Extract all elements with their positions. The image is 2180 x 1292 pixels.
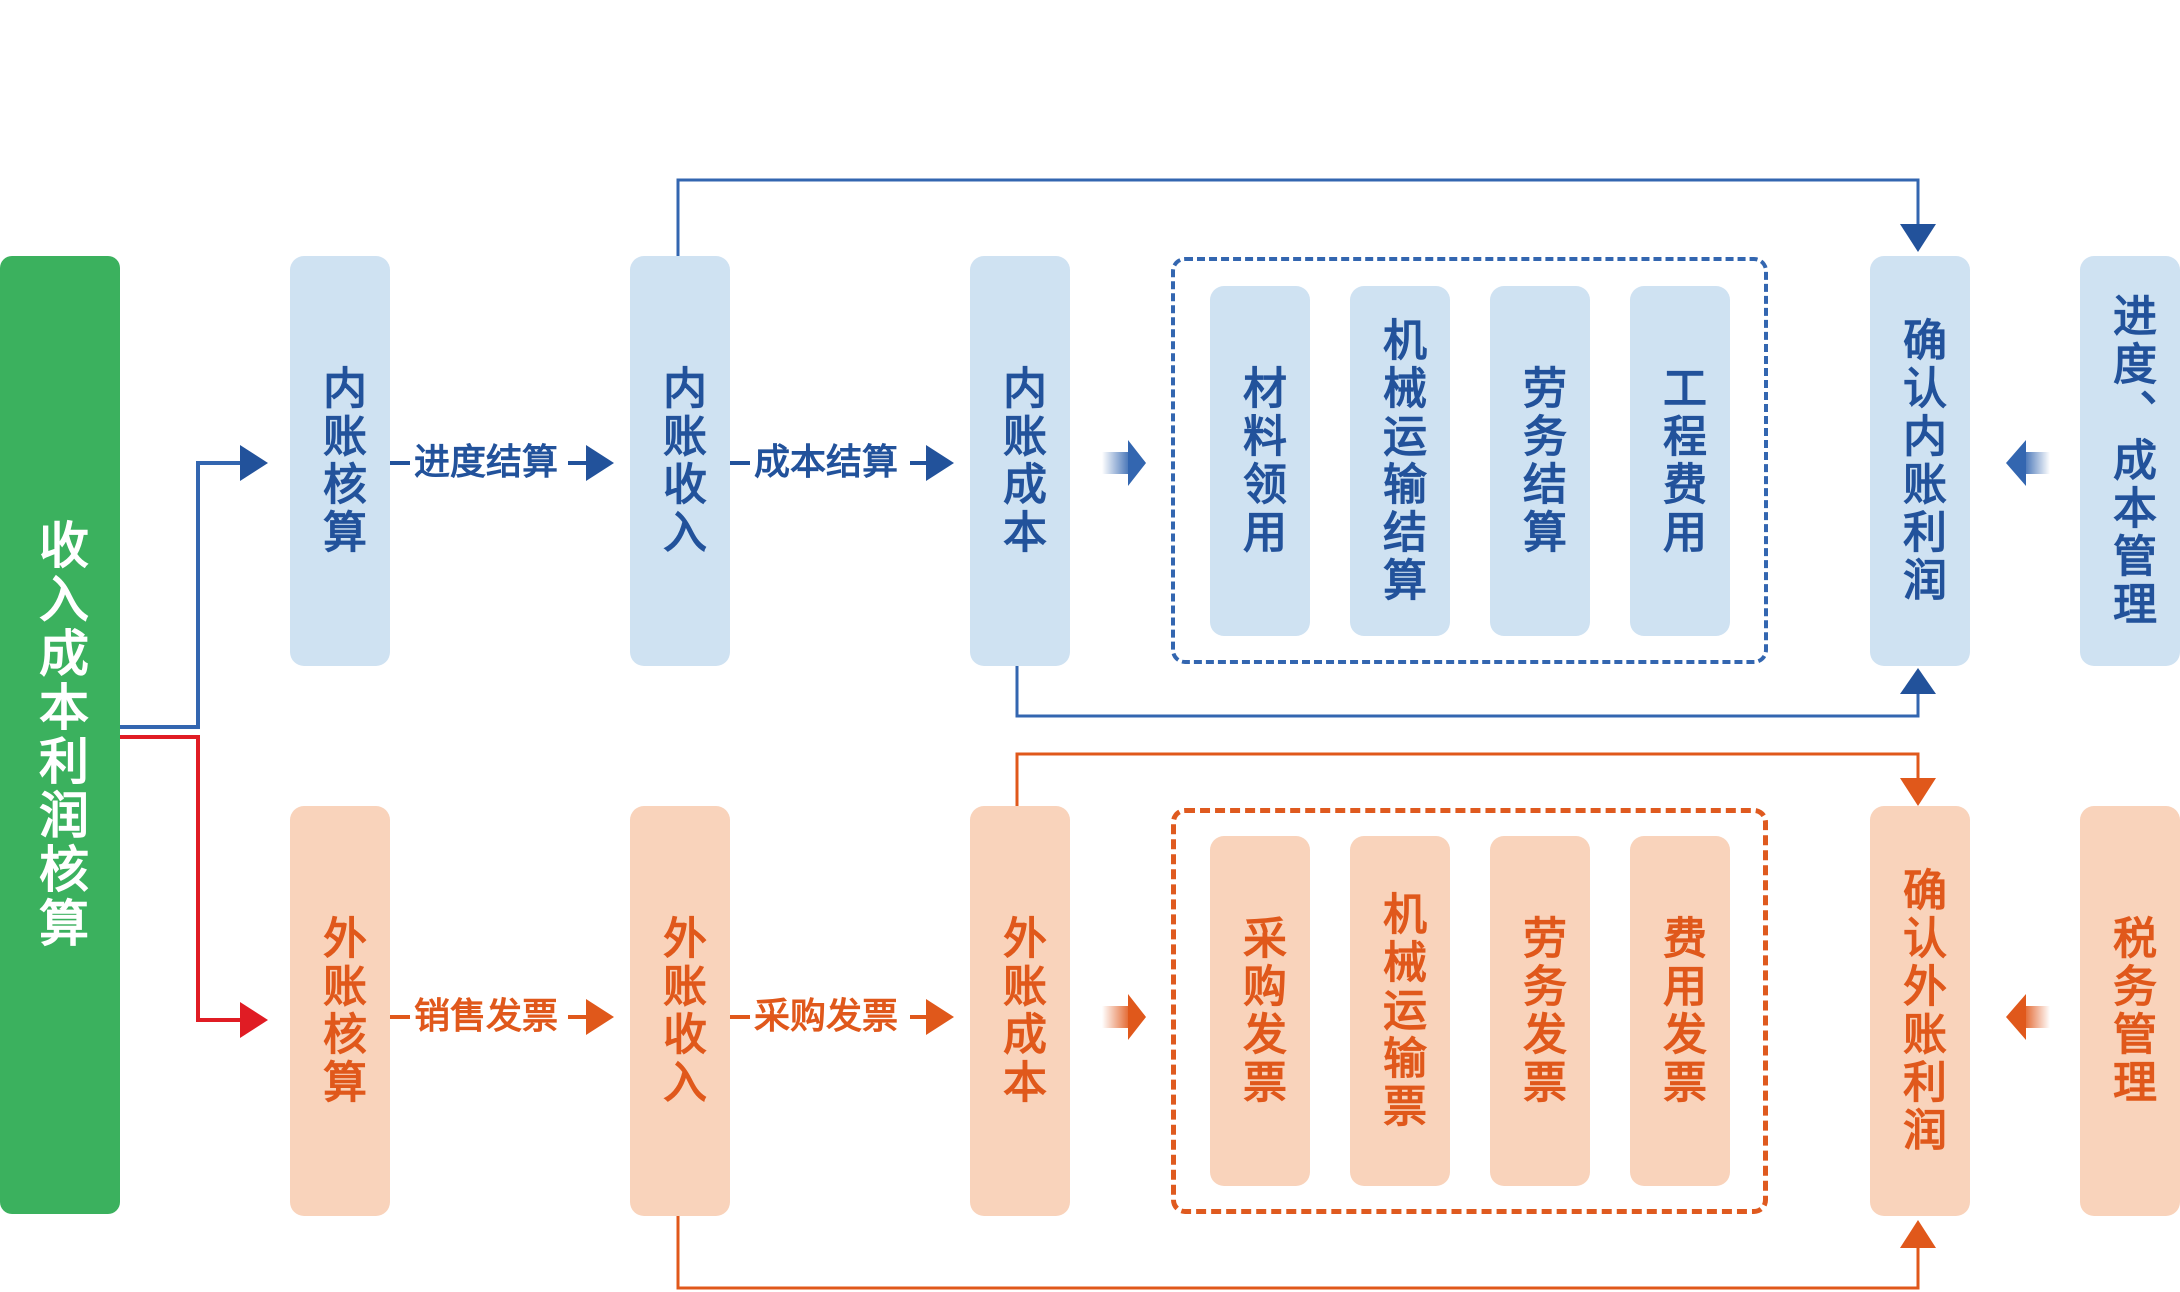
inner-item-3-label: 劳务结算 [1515,365,1566,557]
arrow-head-blue-down [1900,224,1936,252]
inner-item-1-label: 材料领用 [1235,365,1286,557]
outer-label-sales-invoice: 销售发票 [410,995,563,1039]
arrow-head-orange [586,999,614,1035]
gradient-arrow-orange-left [2006,994,2026,1040]
inner-items-group [1171,257,1768,664]
bottom-loop-orange [676,1215,1920,1290]
outer-mgmt-label: 税务管理 [2105,915,2156,1107]
gradient-arrow-orange [1128,994,1146,1040]
inner-item-4-label: 工程费用 [1655,365,1706,557]
gradient-arrow-blue-left [2006,440,2026,486]
outer-mgmt-box: 税务管理 [2080,806,2180,1216]
inner-mgmt-box: 进度、成本管理 [2080,256,2180,666]
inner-item-3: 劳务结算 [1490,286,1590,636]
inner-income-box: 内账收入 [630,256,730,666]
outer-account-box: 外账核算 [290,806,390,1216]
outer-confirm-box: 确认外账利润 [1870,806,1970,1216]
branch-line-blue [118,461,250,729]
inner-mgmt-label: 进度、成本管理 [2105,293,2156,629]
inner-account-label: 内账核算 [315,365,366,557]
inner-item-2: 机械运输结算 [1350,286,1450,636]
outer-label-purchase-invoice: 采购发票 [750,995,903,1039]
inner-income-label: 内账收入 [655,365,706,557]
inner-account-box: 内账核算 [290,256,390,666]
outer-item-1: 采购发票 [1210,836,1310,1186]
arrow-head-blue-up [1900,668,1936,694]
outer-income-label: 外账收入 [655,915,706,1107]
outer-confirm-label: 确认外账利润 [1895,867,1946,1155]
outer-cost-label: 外账成本 [995,915,1046,1107]
inner-confirm-box: 确认内账利润 [1870,256,1970,666]
outer-item-2: 机械运输票 [1350,836,1450,1186]
branch-line-red [118,735,250,1022]
outer-item-1-label: 采购发票 [1235,915,1286,1107]
arrow-head-orange [926,999,954,1035]
inner-cost-box: 内账成本 [970,256,1070,666]
outer-income-box: 外账收入 [630,806,730,1216]
outer-item-4-label: 费用发票 [1655,915,1706,1107]
outer-item-3-label: 劳务发票 [1515,915,1566,1107]
top-loop-orange [1015,752,1920,806]
inner-label-progress-settlement: 进度结算 [410,441,563,485]
outer-item-2-label: 机械运输票 [1375,891,1426,1131]
inner-label-cost-settlement: 成本结算 [750,441,903,485]
arrow-head-blue [240,445,268,481]
main-accounting-box: 收入成本利润核算 [0,256,120,1214]
outer-account-label: 外账核算 [315,915,366,1107]
arrow-head-orange-up [1900,1220,1936,1248]
inner-cost-label: 内账成本 [995,365,1046,557]
gradient-arrow-blue [1128,440,1146,486]
inner-item-2-label: 机械运输结算 [1375,317,1426,605]
main-box-label: 收入成本利润核算 [31,519,89,951]
arrow-head-red [240,1002,268,1038]
bottom-loop-blue [1015,664,1920,718]
outer-item-3: 劳务发票 [1490,836,1590,1186]
outer-items-group [1171,808,1768,1214]
arrow-head-orange-down [1900,778,1936,806]
inner-confirm-label: 确认内账利润 [1895,317,1946,605]
outer-item-4: 费用发票 [1630,836,1730,1186]
top-loop-blue [676,178,1920,256]
arrow-head-blue [586,445,614,481]
inner-item-1: 材料领用 [1210,286,1310,636]
arrow-head-blue [926,445,954,481]
inner-item-4: 工程费用 [1630,286,1730,636]
outer-cost-box: 外账成本 [970,806,1070,1216]
